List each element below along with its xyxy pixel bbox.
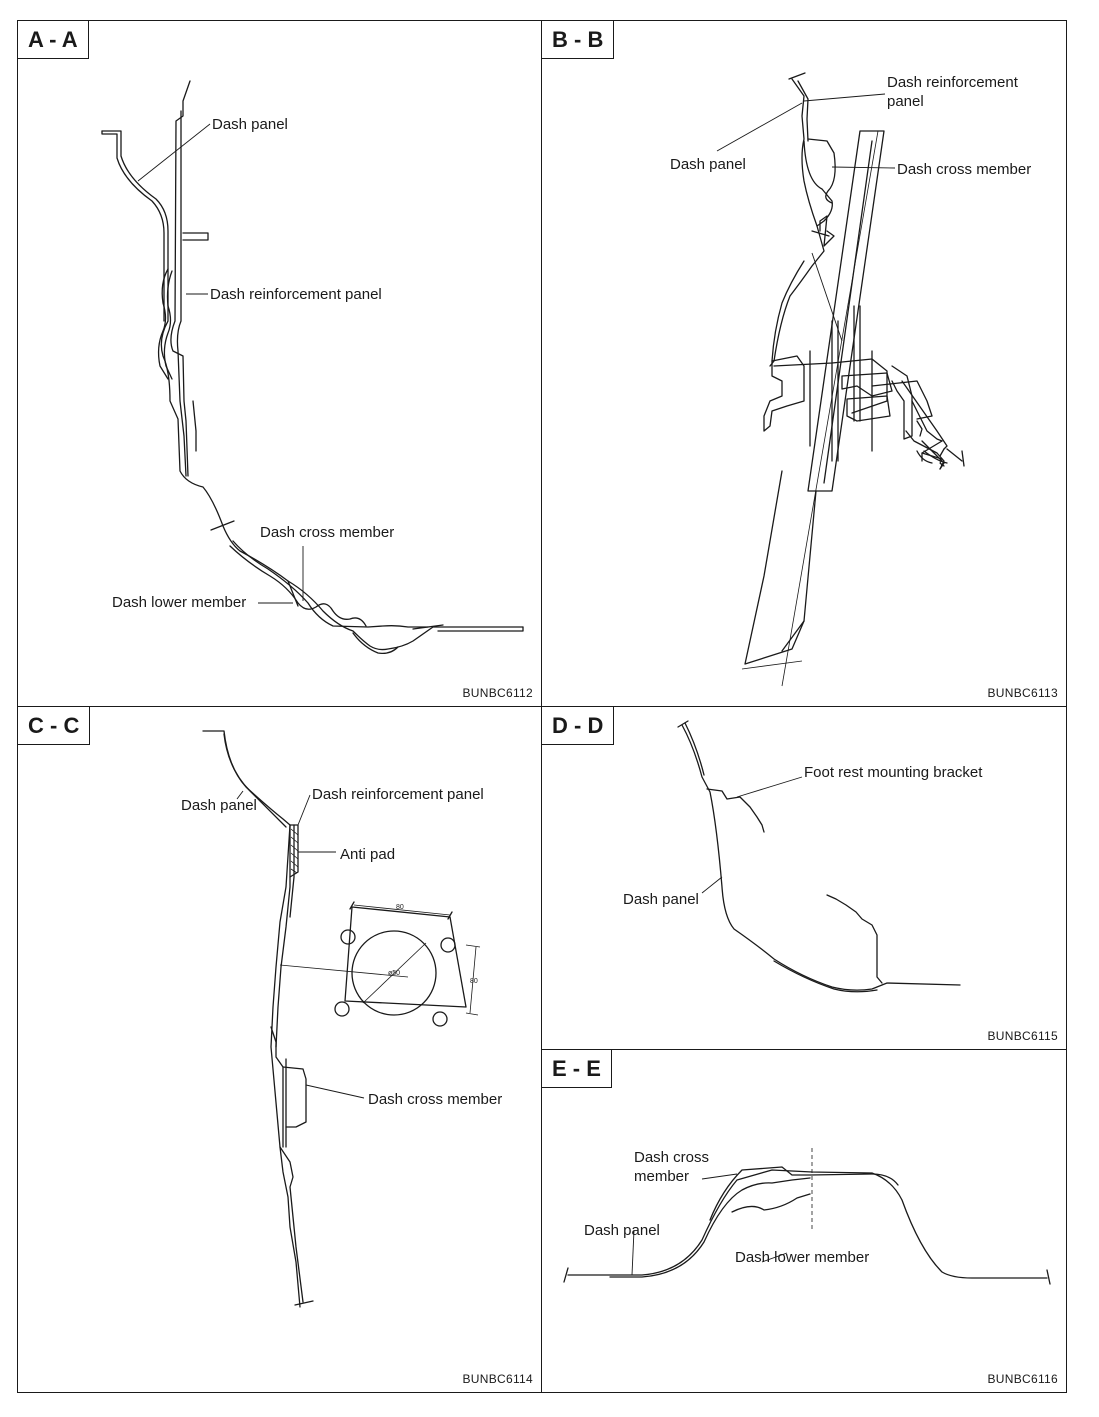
bb-mounting-bracket [763, 305, 893, 462]
ee-label-dash-panel: Dash panel [584, 1222, 660, 1239]
ee-leader-lines [631, 1173, 788, 1276]
section-dd-tag: D - D [542, 707, 615, 745]
ee-dash-panel-outline [567, 1166, 1048, 1279]
cc-section-mark [294, 1300, 314, 1306]
section-bb-figure-code: BUNBC6113 [987, 686, 1058, 700]
ee-label-dash-lower-member: Dash lower member [735, 1249, 869, 1266]
section-dd-figure-code: BUNBC6115 [987, 1029, 1058, 1043]
bb-right-bracket [871, 365, 948, 450]
aa-label-dash-reinforcement-panel: Dash reinforcement panel [210, 286, 382, 303]
cc-dim-width: 80 [396, 904, 404, 911]
cc-label-dash-panel: Dash panel [181, 797, 257, 814]
bb-dash-panel-outline [769, 78, 836, 367]
section-bb-tag: B - B [542, 21, 615, 59]
bb-section-marks [788, 72, 965, 470]
cc-label-anti-pad: Anti pad [340, 846, 395, 863]
bb-label-dash-panel: Dash panel [670, 156, 746, 173]
aa-section-mark [210, 520, 235, 531]
section-ee-figure-code: BUNBC6116 [987, 1372, 1058, 1386]
cc-dim-height: 80 [470, 978, 478, 985]
section-cc-panel: C - C 80 ø50 [17, 706, 542, 1393]
bb-leader-lines [716, 93, 896, 342]
cc-dim-diameter: ø50 [388, 970, 400, 977]
section-ee-panel: E - E Dash cross member Dash panel Dash … [541, 1049, 1067, 1393]
section-ee-tag: E - E [542, 1050, 612, 1088]
section-cc-tag: C - C [18, 707, 91, 745]
bb-label-dash-reinforcement-line2: panel [887, 93, 924, 110]
cc-dash-panel-outline [202, 730, 307, 1308]
section-aa-panel: A - A Dash panel Dash rein [17, 20, 542, 707]
aa-dash-panel-outline [101, 80, 524, 655]
aa-label-dash-cross-member: Dash cross member [260, 524, 394, 541]
cc-stud-plate: 80 ø50 80 [279, 901, 481, 1027]
dd-label-dash-panel: Dash panel [623, 891, 699, 908]
dd-label-foot-rest-mounting-bracket: Foot rest mounting bracket [804, 764, 983, 781]
bb-label-dash-reinforcement-line1: Dash reinforcement [887, 74, 1019, 91]
section-aa-figure-code: BUNBC6112 [462, 686, 533, 700]
aa-label-dash-lower-member: Dash lower member [112, 594, 246, 611]
section-aa-drawing: Dash panel Dash reinforcement panel Dash… [101, 80, 524, 655]
cc-leader-lines [236, 790, 365, 1099]
section-cc-drawing: 80 ø50 80 Dash panel Dash reinforcement … [181, 730, 502, 1308]
section-bb-drawing: Dash reinforcement panel Dash panel Dash… [670, 72, 1031, 687]
section-cc-figure-code: BUNBC6114 [462, 1372, 533, 1386]
cc-label-dash-cross-member: Dash cross member [368, 1091, 502, 1108]
ee-label-dash-cross-member-line2: member [634, 1168, 689, 1185]
cc-anti-pad [289, 824, 299, 878]
aa-leader-lines [137, 123, 304, 604]
ee-section-marks [563, 1148, 1051, 1285]
section-bb-panel: B - B [541, 20, 1067, 707]
dd-dash-panel-outline [681, 722, 961, 993]
section-dd-drawing: Foot rest mounting bracket Dash panel [623, 720, 983, 993]
section-aa-tag: A - A [18, 21, 89, 59]
dd-leader-lines [701, 776, 803, 894]
ee-label-dash-cross-member-line1: Dash cross [634, 1149, 709, 1166]
bb-label-dash-cross-member: Dash cross member [897, 161, 1031, 178]
cc-label-dash-reinforcement-panel: Dash reinforcement panel [312, 786, 484, 803]
section-dd-panel: D - D Foot rest mounting bracket Dash pa… [541, 706, 1067, 1050]
aa-label-dash-panel: Dash panel [212, 116, 288, 133]
section-ee-drawing: Dash cross member Dash panel Dash lower … [563, 1148, 1051, 1285]
dd-section-mark [677, 720, 689, 728]
